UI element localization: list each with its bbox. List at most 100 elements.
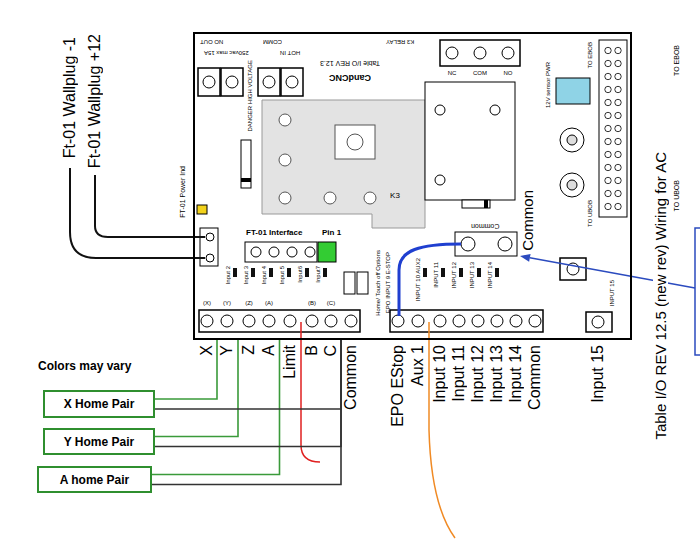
ribbon-pins [603,44,623,213]
signal-label: Aux 1 [410,345,426,386]
terminal-screw [446,47,458,59]
pin-one-marker [318,242,336,262]
terminal-screw [502,47,514,59]
relay-pin [435,175,445,185]
relay-area [262,100,425,228]
terminal-screw [592,316,604,328]
warning-label: DANGER HIGH VOLTAGE [247,60,253,131]
terminal-screw [529,315,541,327]
part-label: K3 [390,192,400,200]
smd-part [305,268,309,277]
smd-part [441,268,445,277]
input-label: INPUT 12 [451,262,457,288]
wire-label: Ft-01 Wallplug +12 [87,34,103,168]
pcb-board: CandCNCTable I/O REV 12.3 [193,32,632,340]
connector-pin [287,247,297,257]
terminal-block [586,312,612,332]
wire-label: Ft-01 Wallplug -1 [62,37,78,158]
capacitor [560,128,584,152]
jumper [357,272,368,294]
connector-label: TO EBOB [673,45,680,76]
wire [152,340,280,475]
smd-part [423,268,427,277]
common-connector [455,232,517,256]
power-terminal [221,68,243,96]
mount-hole [364,192,376,204]
revision-label: Table I/O REV 12.3 [320,60,380,67]
terminal-label: (Y) [223,300,231,306]
signal-label: Common [343,345,359,410]
terminal-label: Common [471,223,499,230]
capacitor-core [567,180,577,190]
rating-label: 250vac max 15A [204,50,249,56]
signal-label: EPO EStop [390,345,406,427]
terminal-screw [284,315,296,327]
pcb-ground [193,32,632,340]
indicator-led [197,205,207,214]
sensor-power-connector [556,78,590,104]
jumper [344,272,355,294]
terminal-screw [434,315,446,327]
signal-label: A [261,345,277,356]
box-text: A home Pair [60,474,130,486]
terminal-screw [306,315,318,327]
relay-pin [490,105,500,115]
terminal-strip [199,310,360,332]
mount-hole [324,192,336,204]
signal-label: Limit [282,345,298,379]
signal-label: Common [527,345,543,410]
ribbon-header [599,40,627,217]
terminal-screw [263,315,275,327]
wire [155,340,341,409]
smd-part [251,268,255,277]
terminal-screw [472,315,484,327]
relay-pad [335,125,375,159]
mount-hole [347,134,363,150]
terminal-label: NO [504,70,513,76]
terminal-screw [221,315,233,327]
input-label: Input 4 [261,266,267,284]
terminal-label: COMM [263,39,282,45]
terminal-screw [325,315,337,327]
wire [152,340,341,485]
diode-body [241,140,251,188]
input-label: Input 2 [225,266,231,284]
jumper-label: Home/ Touch off Options [375,250,381,316]
capacitor-core [567,135,577,145]
signal-label: Y [219,345,235,356]
input-label: EPO INPUT 9 E-STOP [385,252,391,313]
terminal-screw [263,76,275,88]
terminal-screw [203,76,215,88]
signal-label: Input 14 [508,345,524,403]
terminal-screw [345,315,357,327]
signal-label: Input 12 [470,345,486,403]
signal-label: Input 13 [489,345,505,403]
input-label: Input 5 [279,266,285,284]
connector-pin [206,233,214,241]
limit-wire [301,322,320,462]
box-text: Y Home Pair [64,436,134,448]
terminal-screw [412,315,424,327]
connector-pin [251,247,261,257]
terminal-block [560,258,586,280]
signal-label: Input 10 [432,345,448,403]
terminal-strip [390,310,543,332]
terminal-screw [286,76,298,88]
terminal-label: (C) [327,300,335,306]
wallplug-wire [95,175,205,237]
diagram-title: Table I/O REV 12.5 (new rev) Wiring for … [653,152,668,440]
pin-label: Pin 1 [322,229,341,237]
connector-pin [498,237,512,251]
box-text: X Home Pair [64,398,135,410]
power-terminal [258,68,280,96]
smd-part [233,268,237,277]
mount-hole [279,192,291,204]
part-label: K3 RELAY [386,39,414,45]
mount-hole [279,114,291,126]
signal-label: C [323,345,339,357]
terminal-screw [453,315,465,327]
wire-pair-box: X Home Pair [43,390,155,418]
smd-part [269,268,273,277]
terminal-screw [474,47,486,59]
interface-connector [245,242,317,262]
